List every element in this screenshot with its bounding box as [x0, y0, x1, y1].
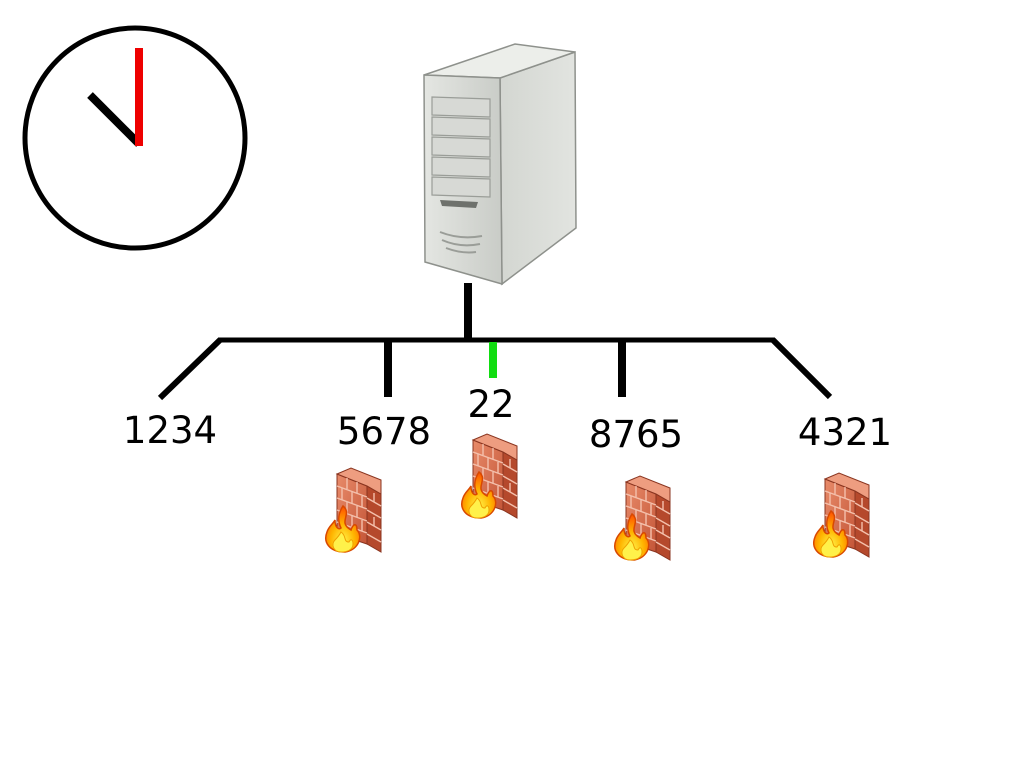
- port-label-22: 22: [467, 383, 514, 426]
- firewall-icon: [461, 433, 518, 519]
- clock-icon: [22, 25, 248, 251]
- port-label-8765: 8765: [589, 413, 683, 456]
- server-icon: [423, 43, 577, 286]
- firewall-icon: [813, 472, 870, 558]
- port-label-4321: 4321: [798, 411, 892, 454]
- port-label-1234: 1234: [123, 409, 217, 452]
- port-label-5678: 5678: [337, 410, 431, 453]
- firewall-icon: [614, 475, 671, 561]
- firewall-icon: [325, 467, 382, 553]
- network-lines: [157, 283, 833, 401]
- branch-port-4321: [770, 337, 833, 400]
- clock-hour-hand: [87, 92, 142, 147]
- port-labels: 1234 5678 22 8765 4321: [123, 383, 892, 456]
- branch-port-1234: [157, 337, 223, 401]
